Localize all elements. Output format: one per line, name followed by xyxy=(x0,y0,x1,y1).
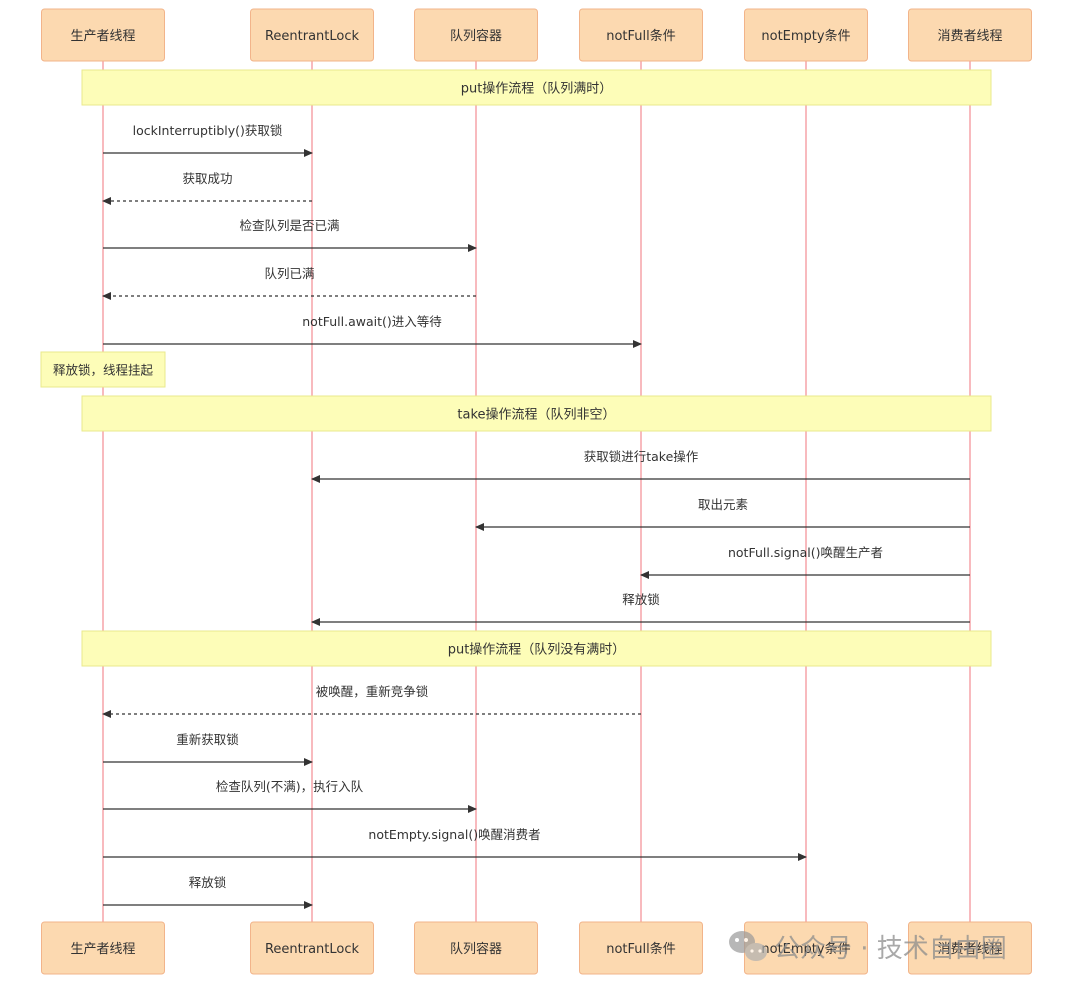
message-2-0: 被唤醒，重新竞争锁 xyxy=(102,684,641,718)
actor-label: notEmpty条件 xyxy=(761,28,850,44)
message-label: notFull.signal()唤醒生产者 xyxy=(728,545,883,560)
actor-box xyxy=(250,8,374,62)
actor-notFull-top: notFull条件 xyxy=(579,8,703,62)
actor-lock-bottom: ReentrantLock xyxy=(250,921,374,975)
actor-box xyxy=(414,8,538,62)
message-2-3: notEmpty.signal()唤醒消费者 xyxy=(103,827,807,861)
actor-lock-top: ReentrantLock xyxy=(250,8,374,62)
message-0-2: 检查队列是否已满 xyxy=(103,218,477,252)
actor-box xyxy=(579,921,703,975)
actor-notEmpty-bottom: notEmpty条件 xyxy=(744,921,868,975)
actor-box xyxy=(250,921,374,975)
note-0: 释放锁，线程挂起 xyxy=(40,351,166,388)
actor-queue-bottom: 队列容器 xyxy=(414,921,538,975)
message-label: 重新获取锁 xyxy=(176,732,239,747)
message-label: 释放锁 xyxy=(622,592,660,607)
actor-box xyxy=(744,8,868,62)
actor-box xyxy=(579,8,703,62)
actor-label: notEmpty条件 xyxy=(761,941,850,957)
message-0-3: 队列已满 xyxy=(102,266,476,300)
actor-producer-bottom: 生产者线程 xyxy=(41,921,165,975)
watermark-text: 公众号 · 技术自由圈 xyxy=(774,934,1007,964)
phase-box xyxy=(81,395,992,432)
message-0-4: notFull.await()进入等待 xyxy=(103,314,642,348)
actor-label: 消费者线程 xyxy=(937,29,1002,44)
message-1-1: 取出元素 xyxy=(475,497,970,531)
actor-notEmpty-top: notEmpty条件 xyxy=(744,8,868,62)
actor-label: notFull条件 xyxy=(606,28,676,44)
phase-title: put操作流程（队列满时） xyxy=(461,81,613,97)
message-2-4: 释放锁 xyxy=(103,875,313,909)
message-label: notEmpty.signal()唤醒消费者 xyxy=(368,827,540,842)
message-label: 获取锁进行take操作 xyxy=(584,449,699,464)
actor-consumer-top: 消费者线程 xyxy=(908,8,1032,62)
actor-label: 生产者线程 xyxy=(70,29,135,44)
message-2-2: 检查队列(不满)，执行入队 xyxy=(103,779,477,813)
phase-box xyxy=(81,69,992,106)
message-label: notFull.await()进入等待 xyxy=(302,314,442,329)
message-0-1: 获取成功 xyxy=(102,171,312,205)
actor-label: ReentrantLock xyxy=(265,29,360,44)
message-label: 检查队列(不满)，执行入队 xyxy=(216,779,364,794)
message-label: 释放锁 xyxy=(189,875,227,890)
phase-2: put操作流程（队列没有满时） xyxy=(81,630,992,667)
note-box xyxy=(40,351,166,388)
actor-producer-top: 生产者线程 xyxy=(41,8,165,62)
message-1-0: 获取锁进行take操作 xyxy=(311,449,970,483)
message-label: 检查队列是否已满 xyxy=(239,218,339,233)
actor-queue-top: 队列容器 xyxy=(414,8,538,62)
actor-label: 队列容器 xyxy=(450,941,502,957)
actor-box xyxy=(41,921,165,975)
actor-notFull-bottom: notFull条件 xyxy=(579,921,703,975)
watermark: 公众号 · 技术自由圈 xyxy=(729,931,1007,964)
message-0-0: lockInterruptibly()获取锁 xyxy=(103,123,313,157)
actor-box xyxy=(908,921,1032,975)
actor-box xyxy=(41,8,165,62)
message-label: 取出元素 xyxy=(698,497,748,512)
phase-0: put操作流程（队列满时） xyxy=(81,69,992,106)
phase-title: put操作流程（队列没有满时） xyxy=(448,642,626,658)
message-label: 获取成功 xyxy=(182,171,232,186)
actor-label: 消费者线程 xyxy=(937,942,1002,957)
actor-label: notFull条件 xyxy=(606,941,676,957)
actor-box xyxy=(908,8,1032,62)
message-2-1: 重新获取锁 xyxy=(103,732,313,766)
wechat-icon xyxy=(729,931,767,961)
message-1-3: 释放锁 xyxy=(311,592,970,626)
phase-title: take操作流程（队列非空） xyxy=(457,407,615,423)
message-label: 被唤醒，重新竞争锁 xyxy=(316,684,429,699)
message-label: lockInterruptibly()获取锁 xyxy=(133,123,283,138)
phase-box xyxy=(81,630,992,667)
note-text: 释放锁，线程挂起 xyxy=(53,363,154,378)
message-label: 队列已满 xyxy=(264,266,314,281)
actor-label: 生产者线程 xyxy=(70,942,135,957)
phase-1: take操作流程（队列非空） xyxy=(81,395,992,432)
actor-consumer-bottom: 消费者线程 xyxy=(908,921,1032,975)
message-1-2: notFull.signal()唤醒生产者 xyxy=(640,545,970,579)
actor-box xyxy=(414,921,538,975)
actor-label: ReentrantLock xyxy=(265,942,360,957)
actor-label: 队列容器 xyxy=(450,28,502,44)
